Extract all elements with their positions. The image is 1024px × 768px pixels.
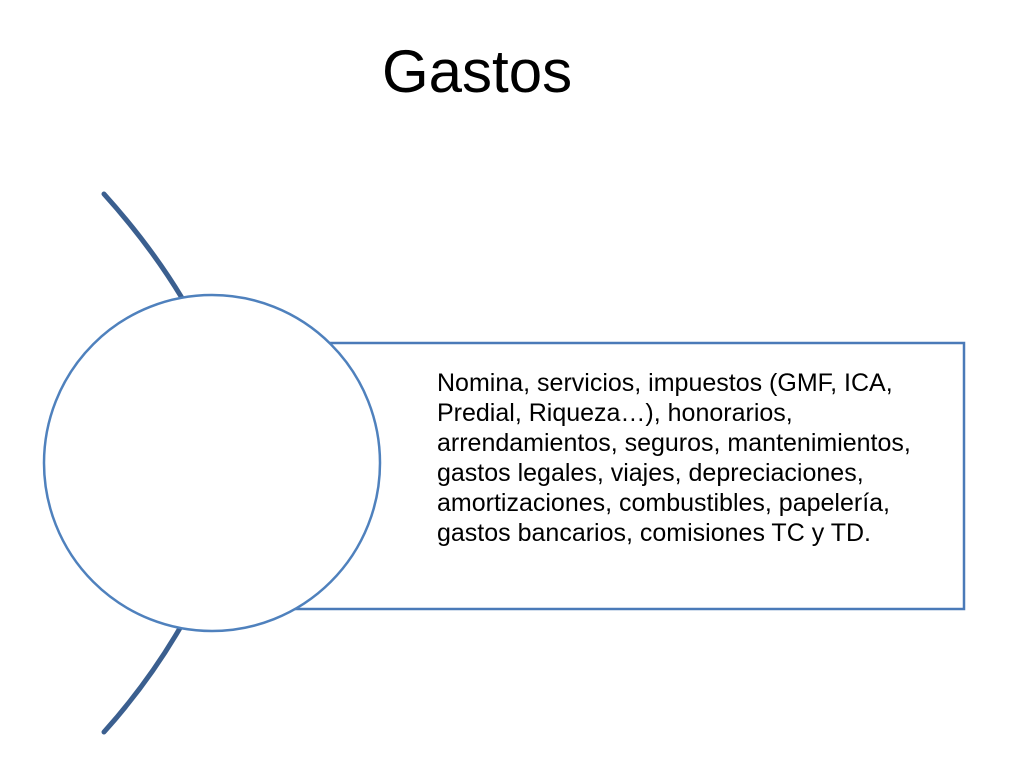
item-description: Nomina, servicios, impuestos (GMF, ICA, … xyxy=(437,369,911,547)
connector-arc-top xyxy=(101,191,185,301)
connector-arc-bottom xyxy=(101,625,183,735)
item-circle xyxy=(42,293,382,633)
slide-title: Gastos xyxy=(382,38,573,105)
